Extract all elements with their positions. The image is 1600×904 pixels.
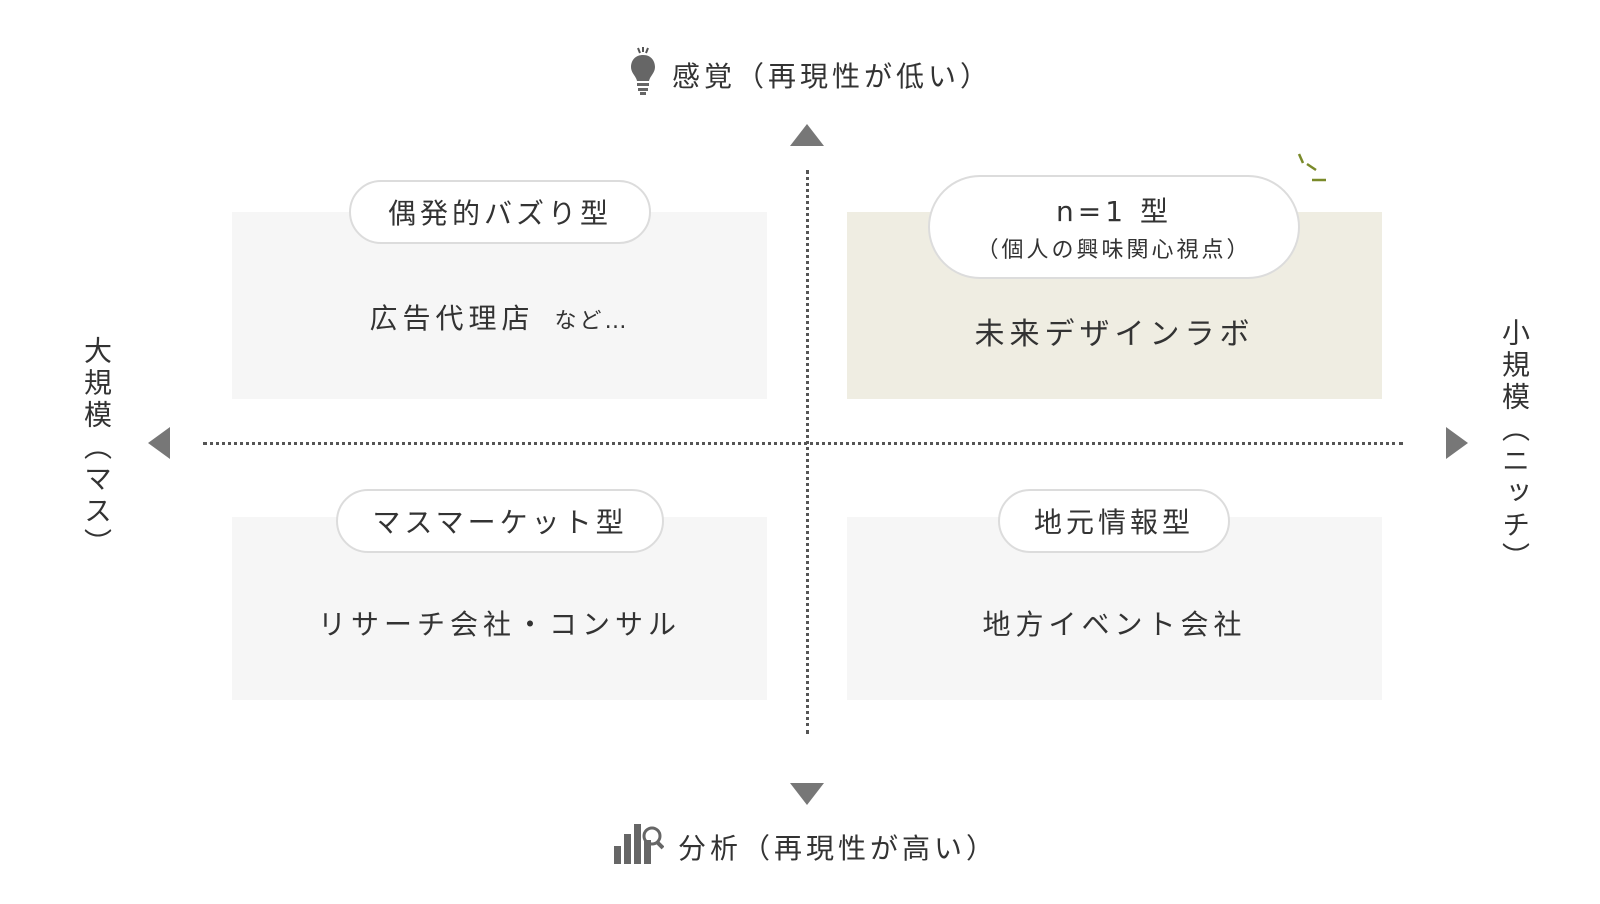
quadrant-content: リサーチ会社・コンサル — [317, 607, 681, 641]
horizontal-axis-line — [203, 442, 1403, 445]
tag-sublabel: （個人の興味関心視点） — [976, 238, 1252, 263]
quadrant-content: 広告代理店 — [369, 301, 535, 335]
vertical-axis-line — [806, 170, 809, 734]
tag-top-right: n=1 型 （個人の興味関心視点） — [928, 175, 1300, 279]
sparkle-lines-icon — [1290, 150, 1330, 194]
arrow-down-icon — [790, 783, 824, 805]
axis-bottom-text: 分析（再現性が高い） — [678, 831, 999, 865]
arrow-right-icon — [1446, 427, 1468, 459]
axis-label-top: 感覚（再現性が低い） — [628, 46, 992, 103]
tag-label: マスマーケット型 — [372, 506, 628, 539]
axis-label-left: 大規模（マス） — [80, 336, 113, 560]
quadrant-suffix: など… — [554, 308, 630, 334]
axis-label-bottom: 分析（再現性が高い） — [612, 820, 998, 873]
tag-bottom-right: 地元情報型 — [998, 489, 1230, 553]
axis-top-text: 感覚（再現性が低い） — [672, 59, 993, 93]
tag-label: 地元情報型 — [1033, 506, 1194, 539]
arrow-up-icon — [790, 124, 824, 146]
quadrant-content: 未来デザインラボ — [974, 316, 1255, 352]
tag-top-left: 偶発的バズり型 — [349, 180, 651, 244]
arrow-left-icon — [148, 427, 170, 459]
axis-label-right: 小規模（ニッチ） — [1498, 318, 1531, 574]
bar-chart-magnifier-icon — [612, 820, 665, 873]
tag-bottom-left: マスマーケット型 — [336, 489, 664, 553]
tag-label: 偶発的バズり型 — [387, 197, 612, 230]
tag-label: n=1 型 — [1056, 195, 1172, 228]
quadrant-content: 地方イベント会社 — [982, 607, 1247, 641]
lightbulb-icon — [628, 46, 658, 103]
